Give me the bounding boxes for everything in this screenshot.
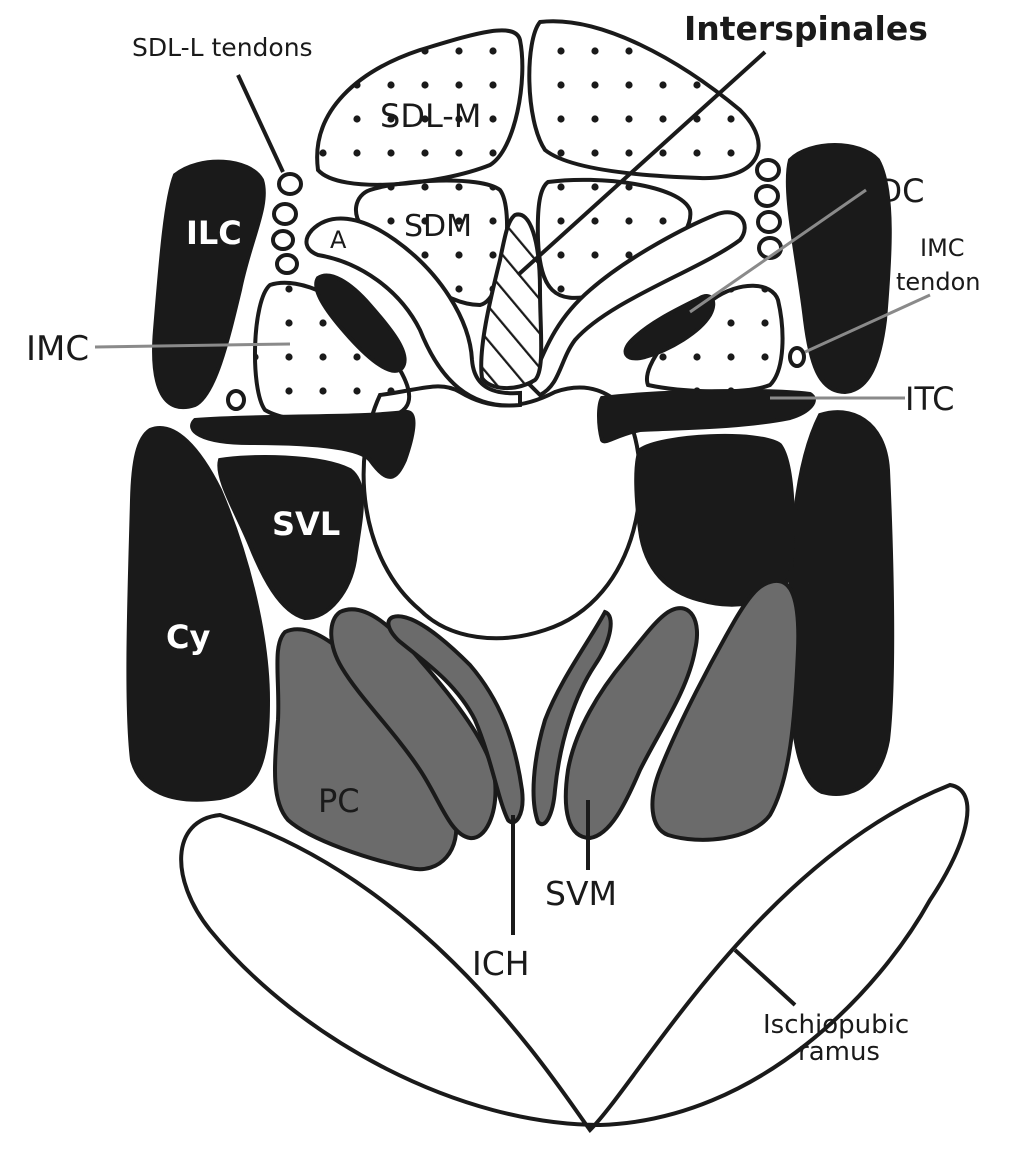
a-structure	[304, 216, 522, 408]
leader-ischiopubic	[733, 948, 797, 1007]
right-strap	[527, 210, 747, 398]
label-itc: ITC	[905, 380, 954, 418]
label-ischiopubic-1: Ischiopubic	[763, 1010, 909, 1040]
label-svl: SVL	[272, 505, 340, 543]
ilc-right-muscle	[785, 143, 892, 395]
imc-tendon-oval	[788, 346, 806, 368]
ischiopubic-ramus	[179, 782, 970, 1134]
label-sdl-l-tendons: SDL-L tendons	[132, 33, 313, 62]
label-imc-tendon-1: IMC	[920, 234, 965, 262]
leader-interspinales	[516, 50, 767, 277]
small-left-oval	[226, 389, 246, 411]
leader-imc-tendon	[804, 293, 931, 354]
ilc-muscle	[152, 159, 266, 409]
leader-sdl-l-tendons	[236, 74, 285, 173]
cy-muscle	[126, 426, 271, 802]
label-ilc: ILC	[186, 214, 242, 252]
svl-muscle	[217, 455, 364, 621]
interspinales-muscle	[479, 212, 544, 390]
grey-muscle-right-1	[650, 578, 801, 842]
itc-band-right	[597, 389, 816, 444]
label-ischiopubic-2: ramus	[798, 1037, 880, 1067]
label-ich: ICH	[472, 944, 530, 983]
label-a: A	[330, 226, 347, 254]
label-cy: Cy	[166, 618, 210, 656]
leader-imc	[94, 342, 291, 349]
leader-idc	[689, 188, 867, 314]
label-imc: IMC	[26, 329, 89, 369]
left-dark-strip	[314, 273, 407, 373]
label-svm: SVM	[545, 874, 617, 913]
label-sdl-m: SDL-M	[380, 97, 481, 135]
itc-band-left	[190, 410, 416, 479]
label-idc: IDC	[868, 172, 924, 210]
cy-right-muscle	[787, 410, 895, 797]
label-imc-tendon-2: tendon	[896, 268, 981, 296]
imc-muscle-right	[644, 283, 785, 394]
label-sdm: SDM	[404, 209, 472, 244]
label-pc: PC	[318, 782, 360, 820]
sdl-l-tendons-left	[271, 172, 303, 275]
label-interspinales: Interspinales	[684, 9, 928, 48]
sdl-m-right	[527, 19, 761, 181]
grey-muscle-right-3	[531, 609, 613, 826]
svl-right-muscle	[634, 433, 795, 607]
sdl-l-tendons-right	[754, 158, 783, 260]
grey-muscle-left-3	[386, 614, 525, 825]
